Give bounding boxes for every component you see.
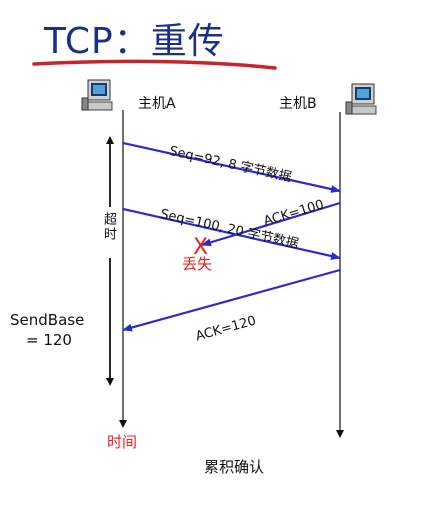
caption-cumulative-ack: 累积确认: [204, 458, 265, 476]
timeout-label: 超时: [101, 212, 116, 242]
seq100-arrow: [122, 207, 341, 260]
ack100-arrow: [201, 201, 341, 247]
loss-mark: X: [193, 235, 208, 260]
seq92-arrow: [122, 141, 341, 193]
computer-icon: [81, 79, 113, 111]
sendbase-label: SendBase: [10, 311, 85, 329]
computer-icon: [345, 83, 377, 115]
time-label: 时间: [107, 433, 138, 451]
sendbase-value: = 120: [26, 331, 72, 349]
slide-title: TCP：重传: [44, 21, 225, 62]
title-underline: [32, 59, 277, 70]
host-b-label: 主机B: [279, 96, 317, 112]
lost-label: 丢失: [182, 255, 213, 273]
ack120-arrow: [122, 268, 341, 332]
host-a-label: 主机A: [138, 96, 176, 112]
